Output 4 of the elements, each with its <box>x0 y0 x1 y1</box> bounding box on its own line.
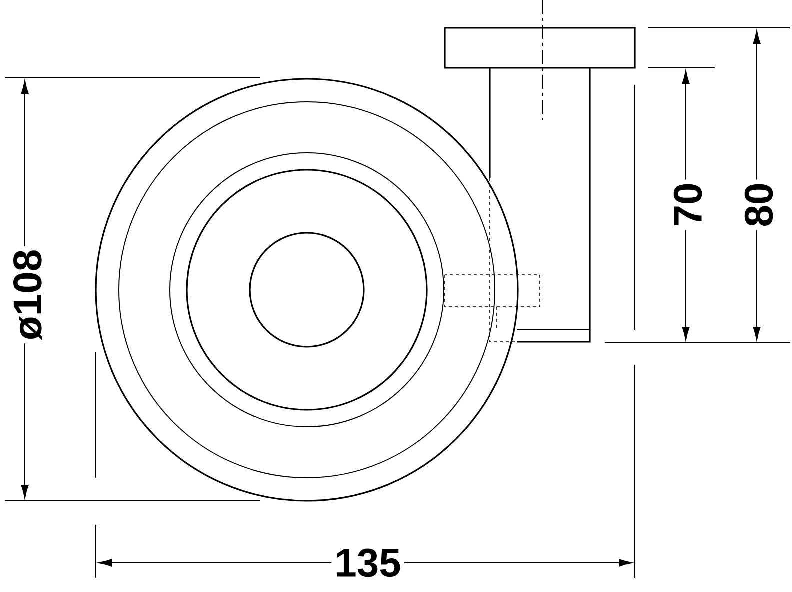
dimension-label: 80 <box>742 180 776 230</box>
dimension-label: 70 <box>670 180 706 230</box>
dimension-label: ø108 <box>10 246 46 344</box>
dimension-label: 135 <box>332 546 404 580</box>
